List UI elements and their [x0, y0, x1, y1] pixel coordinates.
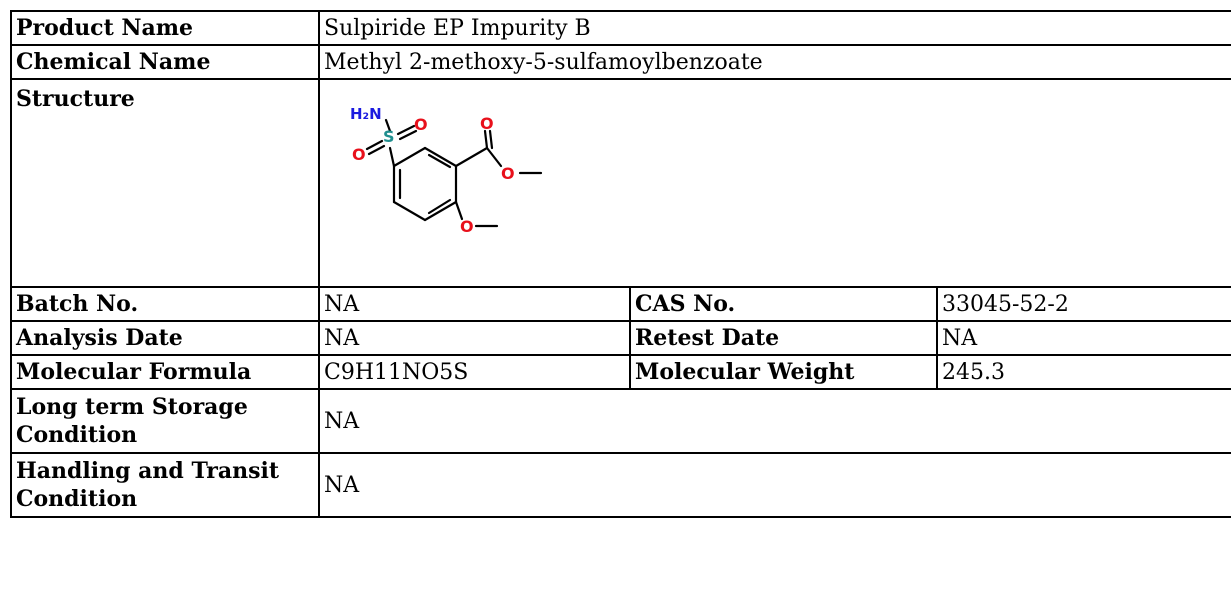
cas-no-label: CAS No.	[629, 286, 938, 322]
analysis-date-label: Analysis Date	[10, 320, 320, 356]
batch-no-label: Batch No.	[10, 286, 320, 322]
amine-group-label: H₂N	[350, 105, 382, 123]
row-storage: Long term Storage Condition NA	[10, 388, 1231, 454]
molecular-formula-label: Molecular Formula	[10, 354, 320, 390]
molecular-formula-value: C9H11NO5S	[318, 354, 631, 390]
handling-condition-label: Handling and Transit Condition	[10, 452, 320, 518]
row-product-name: Product Name Sulpiride EP Impurity B	[10, 10, 1231, 46]
chemical-name-value: Methyl 2-methoxy-5-sulfamoylbenzoate	[317, 44, 1231, 80]
chemical-name-label: Chemical Name	[10, 44, 320, 80]
product-spec-table: Product Name Sulpiride EP Impurity B Che…	[10, 10, 1231, 518]
methoxy-oxygen-label: O	[460, 217, 474, 236]
product-name-value: Sulpiride EP Impurity B	[317, 10, 1231, 46]
product-name-label: Product Name	[10, 10, 320, 46]
batch-no-value: NA	[318, 286, 631, 322]
storage-condition-label: Long term Storage Condition	[10, 388, 320, 454]
row-handling: Handling and Transit Condition NA	[10, 452, 1231, 518]
retest-date-value: NA	[935, 320, 1231, 356]
molecular-weight-label: Molecular Weight	[629, 354, 938, 390]
row-structure: Structure	[10, 78, 1231, 288]
row-formula-weight: Molecular Formula C9H11NO5S Molecular We…	[10, 354, 1231, 390]
carbonyl-oxygen-label: O	[480, 114, 494, 133]
chemical-structure-diagram: H₂N S O O O O O	[326, 86, 556, 276]
handling-condition-value: NA	[317, 452, 1231, 518]
cas-no-value: 33045-52-2	[935, 286, 1231, 322]
row-dates: Analysis Date NA Retest Date NA	[10, 320, 1231, 356]
row-chemical-name: Chemical Name Methyl 2-methoxy-5-sulfamo…	[10, 44, 1231, 80]
retest-date-label: Retest Date	[629, 320, 938, 356]
ester-oxygen-label: O	[501, 164, 515, 183]
molecular-weight-value: 245.3	[935, 354, 1231, 390]
structure-label: Structure	[10, 78, 320, 288]
analysis-date-value: NA	[318, 320, 631, 356]
molecule-svg: H₂N S O O O O O	[350, 105, 543, 236]
structure-cell: H₂N S O O O O O	[317, 78, 1231, 288]
sulfonyl-oxygen-left-label: O	[352, 145, 366, 164]
storage-condition-value: NA	[317, 388, 1231, 454]
row-batch-cas: Batch No. NA CAS No. 33045-52-2	[10, 286, 1231, 322]
sulfur-atom-label: S	[383, 127, 395, 146]
sulfonyl-oxygen-right-label: O	[414, 115, 428, 134]
